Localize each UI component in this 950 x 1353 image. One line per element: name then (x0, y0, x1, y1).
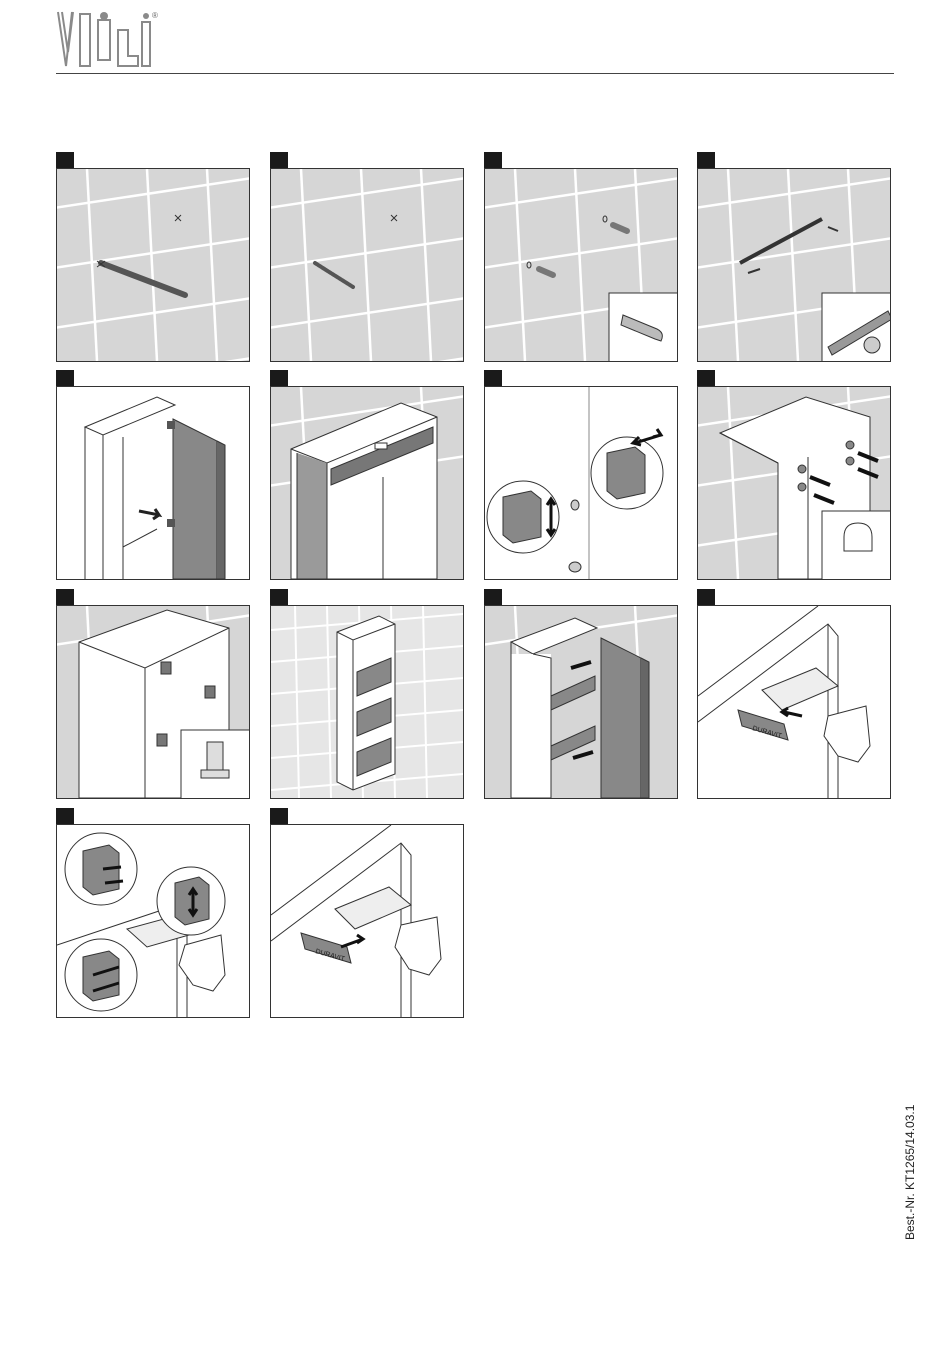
step-illustration (484, 168, 678, 362)
logo-registered-mark: ® (152, 11, 158, 20)
step-illustration (697, 386, 891, 580)
step-4 (697, 152, 891, 346)
hinge-cover-icon: DURAVIT (271, 825, 463, 1017)
step-illustration (56, 168, 250, 362)
step-7 (484, 370, 678, 564)
step-11 (484, 589, 678, 783)
step-illustration: DURAVIT (270, 824, 464, 1018)
door-mount-icon (485, 606, 677, 798)
step-5 (56, 370, 250, 564)
spirit-level-icon (271, 387, 463, 579)
step-illustration: DURAVIT (697, 605, 891, 799)
adjust-arrow-icon (485, 387, 677, 579)
step-illustration (484, 605, 678, 799)
cabinet-door-icon (57, 387, 249, 579)
step-14: DURAVIT (270, 808, 464, 1002)
mili-logo-icon: ® (56, 8, 166, 70)
step-illustration (697, 168, 891, 362)
step-10 (270, 589, 464, 783)
step-illustration (56, 824, 250, 1018)
shelf-pin-icon (698, 387, 890, 579)
hinge-adjust-icon (57, 825, 249, 1017)
drill-icon (57, 169, 249, 361)
step-illustration (270, 168, 464, 362)
step-illustration (270, 386, 464, 580)
hinge-cover-icon: DURAVIT (698, 606, 890, 798)
order-code: Best.-Nr. KT1265/14.03.1 (903, 1105, 917, 1240)
step-1 (56, 152, 250, 346)
step-illustration (56, 386, 250, 580)
step-8 (697, 370, 891, 564)
step-3 (484, 152, 678, 346)
step-illustration (56, 605, 250, 799)
step-6 (270, 370, 464, 564)
hinge-bracket-icon (57, 606, 249, 798)
step-9 (56, 589, 250, 783)
shelves-icon (271, 606, 463, 798)
step-12: DURAVIT (697, 589, 891, 783)
step-13 (56, 808, 250, 1002)
header-divider (56, 73, 894, 74)
step-illustration (484, 386, 678, 580)
wall-plug-icon (485, 169, 677, 361)
step-2 (270, 152, 464, 346)
step-illustration (270, 605, 464, 799)
drill-bit-icon (271, 169, 463, 361)
mounting-rail-icon (698, 169, 890, 361)
